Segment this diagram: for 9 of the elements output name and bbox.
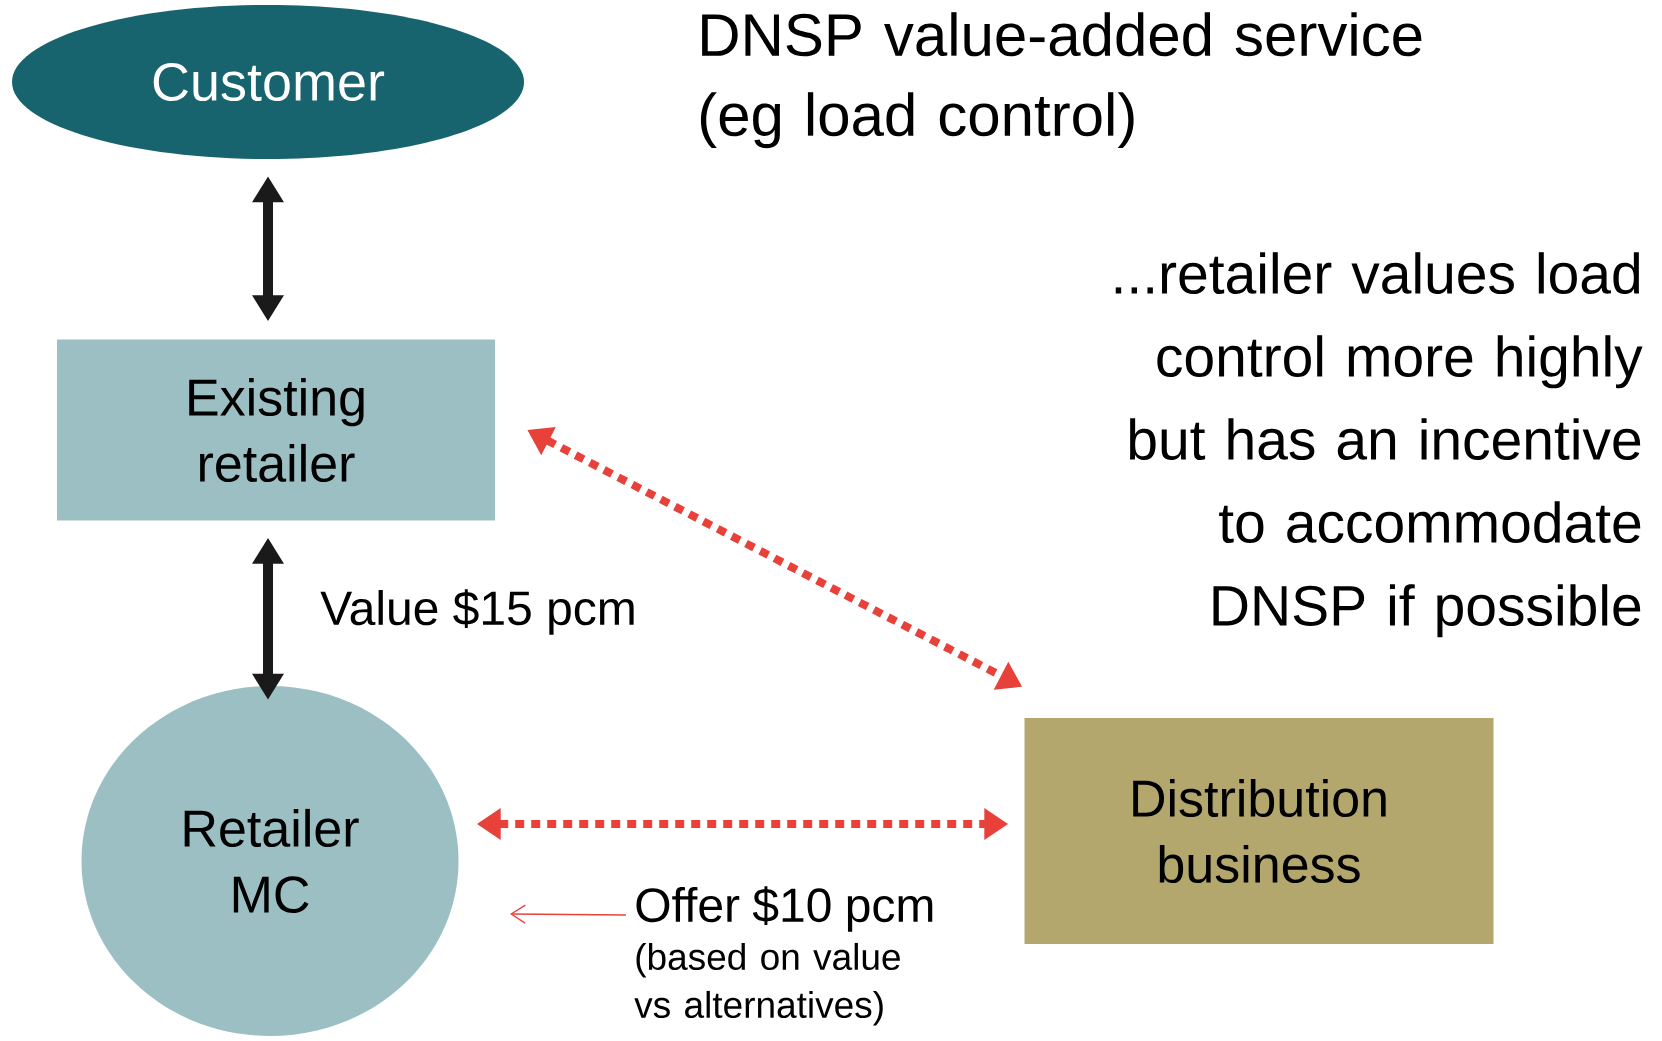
note-text: ...retailer values load control more highly but has an incentive to accommodate DNSP if possible bbox=[1115, 252, 1643, 638]
ellipse-node: Customer bbox=[12, 5, 524, 159]
process-box: Distribution business bbox=[1024, 718, 1494, 944]
circle-node: Retailer MC bbox=[81, 686, 459, 1036]
arrow bbox=[510, 904, 627, 924]
process-box: Existing retailer bbox=[57, 339, 495, 521]
annotation-text: Offer $10 pcm (based on value vs alternatives) bbox=[634, 886, 933, 1026]
title: DNSP value-added service (eg load control) bbox=[700, 12, 1422, 149]
edge-label: Value $15 pcm bbox=[318, 587, 639, 637]
